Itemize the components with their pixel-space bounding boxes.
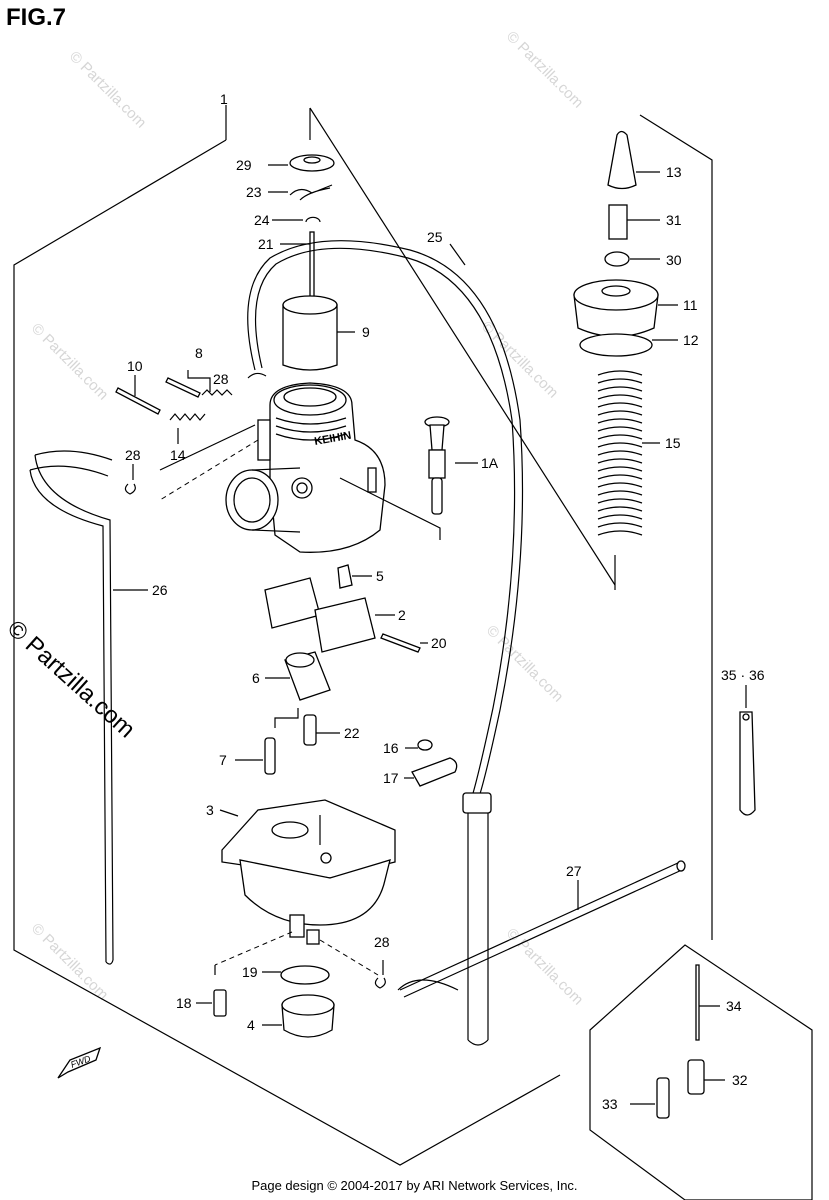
part-12-gasket [579, 333, 678, 357]
callout-35-36: 35 · 36 [721, 667, 765, 683]
figure-title: FIG.7 [6, 4, 67, 31]
part-4-drain-plug [262, 994, 335, 1038]
part-27-overflow-hose [399, 861, 685, 998]
callout-18: 18 [176, 995, 192, 1011]
callout-10: 10 [127, 358, 143, 374]
part-5-main-jet [337, 564, 372, 589]
callout-11: 11 [683, 297, 698, 313]
part-8-pilot-screw [165, 370, 233, 398]
callout-1a: 1A [481, 455, 499, 471]
part-26-drain-hose [34, 454, 114, 961]
callout-7: 7 [219, 752, 227, 768]
part-14-spring [169, 413, 206, 444]
part-2-float [264, 577, 395, 653]
part-7-needle-jet [235, 737, 276, 775]
callout-4: 4 [247, 1017, 255, 1033]
part-20-float-pin [380, 633, 428, 653]
callout-28: 28 [213, 371, 229, 387]
part-15-spring [597, 370, 660, 536]
part-32-jet [687, 1059, 725, 1095]
frame-outline [13, 139, 561, 1166]
part-30-nut [604, 251, 660, 267]
part-13-rubber-boot [607, 130, 660, 190]
callout-20: 20 [431, 635, 447, 651]
callout-27: 27 [566, 863, 582, 879]
guide-line [309, 107, 616, 586]
callout-23: 23 [246, 184, 262, 200]
callout-22: 22 [344, 725, 360, 741]
callout-30: 30 [666, 252, 682, 268]
callout-34: 34 [726, 998, 742, 1014]
callout-16: 16 [383, 740, 399, 756]
callout-6: 6 [252, 670, 260, 686]
callout-17: 17 [383, 770, 399, 786]
callout-13: 13 [666, 164, 682, 180]
part-16-screw [405, 739, 433, 751]
part-22-pilot-jet [303, 714, 340, 746]
callout-25: 25 [427, 229, 443, 245]
part-28-clip [124, 372, 386, 989]
callout-32: 32 [732, 1072, 748, 1088]
frame-outline [639, 114, 713, 940]
fwd-arrow-icon: FWD [57, 1046, 102, 1079]
part-1a-idle-screw [424, 416, 478, 515]
callout-26: 26 [152, 582, 168, 598]
part-9-throttle-valve [282, 295, 355, 371]
callout-19: 19 [242, 964, 258, 980]
part-33-jet [630, 1077, 670, 1119]
callout-29: 29 [236, 157, 252, 173]
carburetor-body: KEIHIN [225, 382, 386, 553]
part-35-36-strap [739, 685, 756, 816]
part-10-screw [115, 375, 161, 415]
part-29-seal [268, 154, 335, 172]
callout-21: 21 [258, 236, 274, 252]
part-18-bolt [196, 989, 227, 1017]
part-24-eclip [272, 216, 321, 223]
callout-31: 31 [666, 212, 682, 228]
callout-33: 33 [602, 1096, 618, 1112]
callout-28: 28 [374, 934, 390, 950]
callout-14: 14 [170, 447, 186, 463]
callout-1: 1 [220, 91, 228, 107]
callout-3: 3 [206, 802, 214, 818]
callout-28: 28 [125, 447, 141, 463]
callout-24: 24 [254, 212, 270, 228]
part-11-top-cap [573, 279, 678, 338]
part-23-clip [268, 184, 333, 201]
fwd-label: FWD [69, 1053, 92, 1070]
callout-5: 5 [376, 568, 384, 584]
callout-15: 15 [665, 435, 681, 451]
callout-12: 12 [683, 332, 699, 348]
part-21-jet-needle [280, 231, 315, 303]
part-31-cable-adjuster [608, 204, 660, 240]
part-25-vent-hose [247, 240, 524, 801]
part-34-needle [695, 964, 720, 1041]
part-19-o-ring [262, 965, 330, 985]
part-3-float-chamber [219, 799, 396, 945]
part-6-needle-valve [265, 651, 331, 701]
callout-8: 8 [195, 345, 203, 361]
kit-inset-box [589, 944, 813, 1200]
part-17-plate [404, 757, 458, 787]
callout-2: 2 [398, 607, 406, 623]
callout-9: 9 [362, 324, 370, 340]
footer-copyright: Page design © 2004-2017 by ARI Network S… [251, 1178, 578, 1193]
